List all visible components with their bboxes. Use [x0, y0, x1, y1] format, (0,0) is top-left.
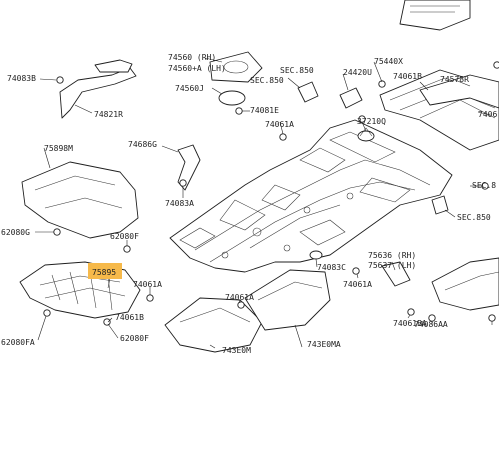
label-sec850-a: SEC.850	[280, 66, 314, 75]
cover-743e0m	[164, 297, 263, 353]
label-62080f: 62080F	[110, 232, 139, 241]
floor-panel	[169, 119, 453, 273]
label-74061ba: 74061BA	[393, 319, 427, 328]
bracket-74686g	[177, 144, 201, 191]
label-74061a-right: 74061A	[343, 280, 372, 289]
cover-743e0ma	[244, 269, 331, 331]
label-74560-rh: 74560 (RH)	[168, 53, 216, 62]
grommet-74083c	[309, 250, 323, 260]
bracket-sec850-right	[431, 195, 449, 215]
label-sec850-right: SEC.850	[457, 213, 491, 222]
label-37210q: 37210Q	[357, 117, 386, 126]
part-labels: 74560 (RH) 74560+A (LH) 74560J SEC.850 S…	[1, 53, 497, 355]
label-75636-rh: 75636 (RH)	[368, 251, 416, 260]
label-24420u: 24420U	[343, 68, 372, 77]
label-75898m: 75898M	[44, 144, 73, 153]
clip-24420u	[339, 87, 363, 109]
label-74061a-top: 74061A	[265, 120, 294, 129]
leader-lines	[35, 57, 493, 349]
bracket-75636	[381, 261, 411, 287]
label-743e0m: 743E0M	[222, 346, 251, 355]
label-75895: 75895	[92, 268, 116, 277]
label-74061a-mid: 74061A	[133, 280, 162, 289]
label-74086aa: 74086AA	[414, 320, 448, 329]
label-62080f-low: 62080F	[120, 334, 149, 343]
fasteners	[43, 61, 499, 326]
label-62080fa: 62080FA	[1, 338, 35, 347]
label-sec850-b: SEC.850	[250, 76, 284, 85]
label-74560m-lh: 74560+A (LH)	[168, 64, 226, 73]
label-7406: 7406	[478, 110, 497, 119]
label-75440x: 75440X	[374, 57, 403, 66]
ring-74560j	[218, 90, 246, 106]
side-rail-74821r	[59, 59, 137, 119]
label-75637-lh: 75637 (LH)	[368, 261, 416, 270]
label-74821r: 74821R	[94, 110, 123, 119]
top-right-panel	[399, 0, 471, 31]
highlight-box	[88, 263, 122, 279]
label-74083a: 74083A	[165, 199, 194, 208]
label-74083b: 74083B	[7, 74, 36, 83]
label-74061b-low: 74061B	[115, 313, 144, 322]
label-74061b: 74061B	[393, 72, 422, 81]
label-sec8-right: SEC.8	[472, 181, 496, 190]
bracket-74560	[209, 51, 263, 83]
label-74560j: 74560J	[175, 84, 204, 93]
label-62080g: 62080G	[1, 228, 30, 237]
label-74083c: 74083C	[317, 263, 346, 272]
label-74081e: 74081E	[250, 106, 279, 115]
rail-74578r	[419, 74, 499, 109]
label-74578r: 74578R	[440, 75, 469, 84]
label-743e0ma: 743E0MA	[307, 340, 341, 349]
clip-sec850	[297, 81, 319, 103]
cover-right-rear	[431, 257, 499, 311]
label-74686g: 74686G	[128, 140, 157, 149]
label-74061a-low: 74061A	[225, 293, 254, 302]
front-cover-75898m	[21, 161, 139, 239]
